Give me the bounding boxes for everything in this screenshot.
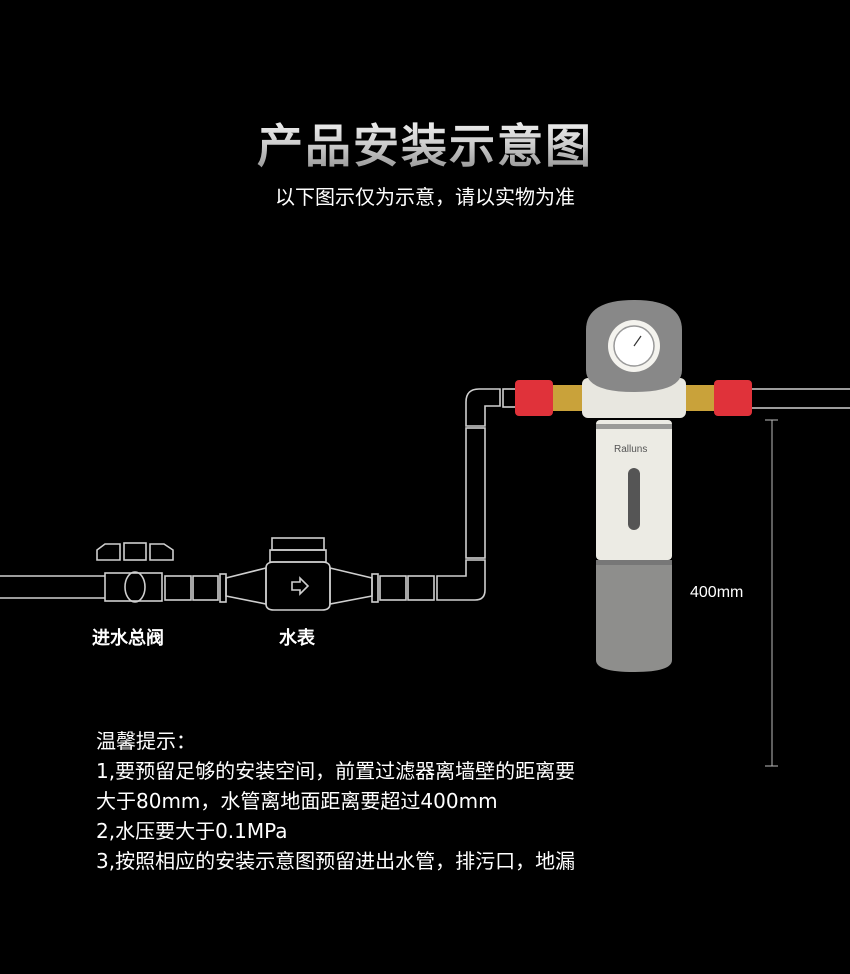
water-meter-icon: [225, 537, 486, 611]
flow-arrow-icon: [291, 576, 310, 596]
note-line: 2,水压要大于0.1MPa: [96, 819, 288, 843]
pre-filter-product: Ralluns: [515, 300, 752, 672]
main-valve-icon: [96, 542, 227, 603]
note-line: 1,要预留足够的安装空间，前置过滤器离墙壁的距离要: [96, 759, 576, 783]
height-label: 400mm: [690, 584, 744, 601]
height-dimension-line: [765, 419, 778, 767]
note-line: 3,按照相应的安装示意图预留进出水管，排污口，地漏: [96, 849, 576, 873]
brand-logo: Ralluns: [614, 444, 647, 455]
pipe-outline: [0, 388, 850, 611]
water-meter-label: 水表: [279, 628, 315, 649]
installation-notes: 温馨提示： 1,要预留足够的安装空间，前置过滤器离墙壁的距离要 大于80mm，水…: [96, 726, 575, 876]
page-subtitle: 以下图示仅为示意，请以实物为准: [275, 185, 575, 209]
note-line: 大于80mm，水管离地面距离要超过400mm: [96, 789, 498, 813]
notes-heading: 温馨提示：: [96, 729, 196, 753]
page-title: 产品安装示意图: [0, 110, 850, 176]
main-valve-label: 进水总阀: [92, 628, 164, 649]
